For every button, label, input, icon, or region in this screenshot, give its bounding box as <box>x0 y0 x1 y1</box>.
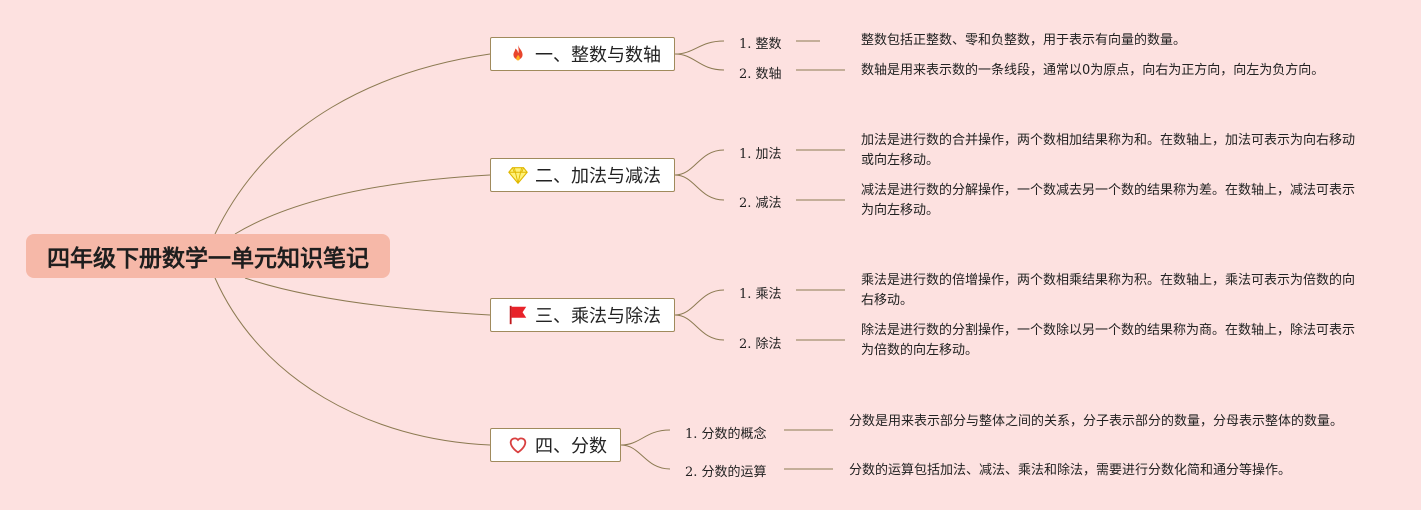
connector-root-branch-3 <box>244 277 491 316</box>
subtopic-addition[interactable]: 1. 加法 <box>739 147 782 162</box>
branch-label: 一、整数与数轴 <box>535 45 661 66</box>
root-title: 四年级下册数学一单元知识笔记 <box>47 246 369 272</box>
subtopic-number-line[interactable]: 2. 数轴 <box>739 67 782 82</box>
connector-branch-sub-1 <box>674 40 725 55</box>
desc-fraction-operations: 分数的运算包括加法、减法、乘法和除法，需要进行分数化简和通分等操作。 <box>849 463 1292 478</box>
desc-number-line: 数轴是用来表示数的一条线段，通常以0为原点，向右为正方向，向左为负方向。 <box>861 63 1325 78</box>
desc-multiplication: 乘法是进行数的倍增操作，两个数相乘结果称为积。在数轴上，乘法可表示为倍数的向右移… <box>861 273 1356 308</box>
branch-topic-integers[interactable]: 一、整数与数轴 <box>490 37 675 71</box>
subtopic-fraction-concept[interactable]: 1. 分数的概念 <box>685 427 767 442</box>
connector-branch-sub-7 <box>620 429 671 446</box>
subtopic-division[interactable]: 2. 除法 <box>739 337 782 352</box>
desc-subtraction: 减法是进行数的分解操作，一个数减去另一个数的结果称为差。在数轴上，减法可表示为向… <box>861 183 1356 218</box>
subtopic-fraction-operations[interactable]: 2. 分数的运算 <box>685 465 767 480</box>
branch-topic-add-subtract[interactable]: 二、加法与减法 <box>490 158 675 192</box>
root-topic[interactable]: 四年级下册数学一单元知识笔记 <box>26 234 390 278</box>
fire-icon <box>507 43 529 65</box>
connector-root-branch-4 <box>214 277 491 446</box>
connector-root-branch-2 <box>234 174 491 235</box>
desc-fraction-concept: 分数是用来表示部分与整体之间的关系，分子表示部分的数量，分母表示整体的数量。 <box>849 414 1344 429</box>
branch-label: 二、加法与减法 <box>535 166 661 187</box>
desc-addition: 加法是进行数的合并操作，两个数相加结果称为和。在数轴上，加法可表示为向右移动或向… <box>861 133 1356 168</box>
desc-integers: 整数包括正整数、零和负整数，用于表示有向量的数量。 <box>861 33 1187 48</box>
branch-label: 三、乘法与除法 <box>535 306 661 327</box>
branch-topic-multiply-divide[interactable]: 三、乘法与除法 <box>490 298 675 332</box>
diamond-icon <box>507 164 529 186</box>
flag-icon <box>507 304 529 326</box>
connector-branch-sub-8 <box>620 444 671 470</box>
subtopic-subtraction[interactable]: 2. 减法 <box>739 196 782 211</box>
connector-branch-sub-2 <box>674 53 725 71</box>
subtopic-multiplication[interactable]: 1. 乘法 <box>739 287 782 302</box>
branch-topic-fractions[interactable]: 四、分数 <box>490 428 621 462</box>
heart-icon <box>507 434 529 456</box>
desc-division: 除法是进行数的分割操作，一个数除以另一个数的结果称为商。在数轴上，除法可表示为倍… <box>861 323 1356 358</box>
subtopic-integers[interactable]: 1. 整数 <box>739 37 782 52</box>
connector-root-branch-1 <box>214 53 491 235</box>
connector-branch-sub-6 <box>674 314 725 341</box>
branch-label: 四、分数 <box>535 436 607 457</box>
connector-branch-sub-5 <box>674 289 725 316</box>
connector-branch-sub-4 <box>674 174 725 201</box>
connector-branch-sub-3 <box>674 149 725 176</box>
